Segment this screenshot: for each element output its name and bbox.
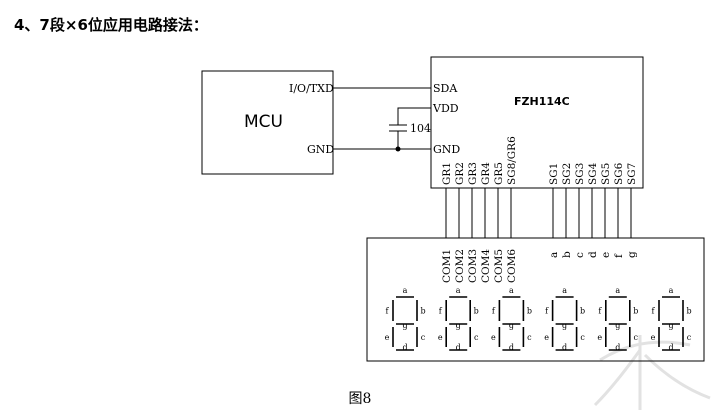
display-pin-seg-f: f xyxy=(613,253,625,258)
chip-pin-seg-5: SG5 xyxy=(600,163,612,185)
digit-6-label-c: c xyxy=(687,333,692,342)
display-box xyxy=(366,237,705,362)
display-pin-com-3: COM3 xyxy=(467,249,479,283)
digit-6-label-g: g xyxy=(668,321,673,330)
digit-4-label-e: e xyxy=(544,333,549,342)
chip-pin-grid-5: GR5 xyxy=(493,162,505,185)
digit-1-label-e: e xyxy=(385,333,390,342)
display-pin-seg-e: e xyxy=(600,252,612,258)
digit-4-label-f: f xyxy=(545,307,549,316)
digit-4-label-g: g xyxy=(562,321,567,330)
digit-3-label-g: g xyxy=(509,321,514,330)
figure-caption: 图8 xyxy=(348,391,372,407)
digit-5-label-a: a xyxy=(615,286,620,295)
digit-2-label-a: a xyxy=(456,286,461,295)
mcu-box xyxy=(201,70,334,175)
digit-1-label-c: c xyxy=(421,333,426,342)
digit-3-label-f: f xyxy=(492,307,496,316)
chip-pin-seg-1: SG1 xyxy=(548,163,560,185)
digit-1-label-a: a xyxy=(403,286,408,295)
display-pin-com-1: COM1 xyxy=(441,249,453,283)
chip-pin-seg-2: SG2 xyxy=(561,163,573,185)
digit-4-label-c: c xyxy=(580,333,585,342)
mcu-pin-io: I/O/TXD xyxy=(289,82,334,95)
digit-6-label-a: a xyxy=(669,286,674,295)
display-pin-seg-d: d xyxy=(587,251,599,258)
chip-pin-grid-2: GR2 xyxy=(454,162,466,185)
digit-6-label-b: b xyxy=(686,307,691,316)
digit-5-label-d: d xyxy=(615,343,620,352)
chip-pin-vdd: VDD xyxy=(432,102,459,115)
digit-4-label-b: b xyxy=(580,307,585,316)
digit-4-label-a: a xyxy=(562,286,567,295)
digit-6-label-d: d xyxy=(668,343,673,352)
display-pin-seg-b: b xyxy=(561,251,573,258)
digit-2-label-c: c xyxy=(474,333,479,342)
digit-6-label-e: e xyxy=(651,333,656,342)
digit-3-label-d: d xyxy=(509,343,514,352)
digit-2-label-g: g xyxy=(456,321,461,330)
digit-2-label-d: d xyxy=(456,343,461,352)
display-pin-com-6: COM6 xyxy=(506,249,518,283)
digit-1-label-d: d xyxy=(402,343,407,352)
digit-5-label-c: c xyxy=(634,333,639,342)
digit-5-label-b: b xyxy=(633,307,638,316)
digit-3-label-c: c xyxy=(527,333,532,342)
watermark xyxy=(593,335,711,410)
display-pin-com-2: COM2 xyxy=(454,249,466,283)
display-pin-com-5: COM5 xyxy=(493,249,505,283)
chip-pin-seg-3: SG3 xyxy=(574,163,586,185)
vdd-wire xyxy=(397,107,431,125)
digit-1-label-b: b xyxy=(420,307,425,316)
display-pin-seg-a: a xyxy=(548,252,560,258)
digit-3-label-e: e xyxy=(491,333,496,342)
digit-2-label-f: f xyxy=(439,307,443,316)
digit-3-label-a: a xyxy=(509,286,514,295)
digit-5-label-f: f xyxy=(598,307,602,316)
display-pin-com-4: COM4 xyxy=(480,249,492,283)
chip-name: FZH114C xyxy=(514,95,570,108)
mcu-label: MCU xyxy=(244,112,283,132)
page-title: 4、7段×6位应用电路接法： xyxy=(14,16,208,34)
digit-5-label-e: e xyxy=(597,333,602,342)
digit-4-label-d: d xyxy=(562,343,567,352)
chip-pin-grid-3: GR3 xyxy=(467,162,479,185)
chip-pin-gnd: GND xyxy=(433,143,460,156)
digit-5-label-g: g xyxy=(615,321,620,330)
mcu-pin-gnd: GND xyxy=(307,143,334,156)
chip-pin-grid-4: GR4 xyxy=(480,162,492,185)
chip-pin-seg-4: SG4 xyxy=(587,162,599,185)
digit-3-label-b: b xyxy=(527,307,532,316)
digit-2-label-e: e xyxy=(438,333,443,342)
chip-pin-grid-6: SG8/GR6 xyxy=(506,136,518,185)
capacitor-value: 104 xyxy=(410,122,431,135)
digit-1-label-f: f xyxy=(386,307,390,316)
digit-6-label-f: f xyxy=(652,307,656,316)
display-pin-seg-g: g xyxy=(626,251,638,258)
chip-pin-seg-6: SG6 xyxy=(613,162,625,185)
digit-1-label-g: g xyxy=(402,321,407,330)
chip-pin-sda: SDA xyxy=(433,82,458,95)
display-pin-seg-c: c xyxy=(574,252,586,258)
digit-2-label-b: b xyxy=(474,307,479,316)
chip-pin-seg-7: SG7 xyxy=(626,163,638,185)
chip-pin-grid-1: GR1 xyxy=(441,162,453,185)
gnd-junction-dot xyxy=(395,146,401,152)
chip-box xyxy=(430,56,644,189)
